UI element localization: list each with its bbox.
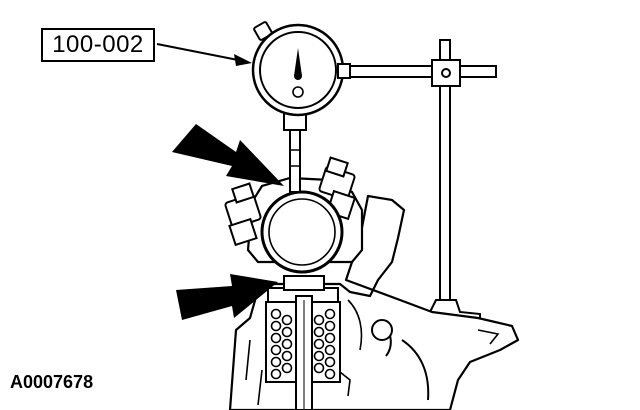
valve-tip (283, 275, 325, 291)
casting-line-6 (339, 371, 351, 397)
dial-indicator-icon (251, 21, 351, 117)
casting-line-5 (245, 339, 263, 406)
casting-line-2 (401, 339, 430, 401)
stand-clamp-screw (441, 68, 451, 78)
casting-line-3 (347, 299, 363, 351)
indicator-plunger (283, 111, 307, 193)
dial-needle (294, 48, 302, 76)
callout-leader-line (156, 43, 239, 61)
casting-bolt-hole (371, 319, 393, 341)
plunger-stem (289, 129, 301, 193)
stand-clamp-block (431, 59, 461, 87)
casting-line-4 (477, 329, 500, 345)
arrow-icon-lower (176, 274, 278, 320)
figure-id-label: A0007678 (10, 372, 94, 392)
dial-sub-counter (292, 86, 304, 98)
bearing-cap-bolt-left (224, 182, 262, 247)
spring-coils-right (313, 308, 336, 380)
bearing-cap-bolt-right (318, 156, 357, 221)
tool-callout-box: 100-002 (41, 28, 155, 62)
valve-spring-assembly (265, 275, 341, 410)
dial-side-mount (337, 63, 351, 79)
callout-leader-arrowhead (234, 54, 252, 66)
camshaft-bearing-cap (224, 156, 364, 274)
stand-horizontal-arm (337, 65, 497, 78)
arrow-icon-upper (172, 124, 284, 186)
dial-needle-hub (294, 72, 302, 80)
tool-number-label: 100-002 (52, 31, 144, 58)
camshaft-journal-inner (268, 198, 336, 266)
spring-coils-left (270, 308, 293, 380)
